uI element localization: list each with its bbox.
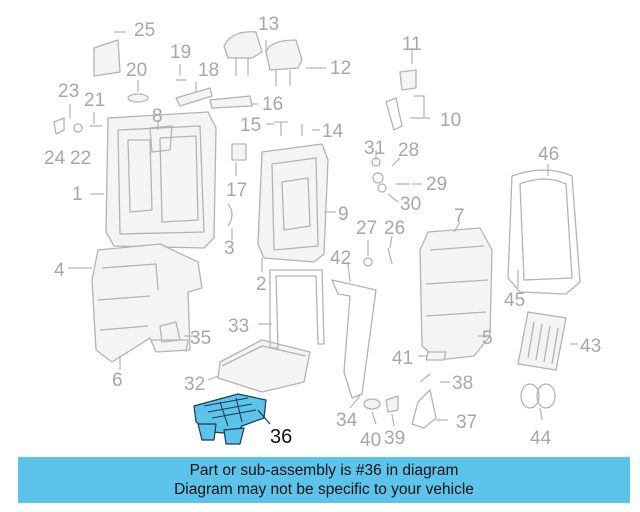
callout-26: 26 xyxy=(384,218,405,239)
callout-13: 13 xyxy=(258,14,279,35)
callout-25: 25 xyxy=(134,20,155,41)
callout-2: 2 xyxy=(256,274,267,295)
callout-42: 42 xyxy=(330,248,351,269)
seat-back-right xyxy=(419,227,493,361)
headrest-13 xyxy=(223,31,263,76)
callout-14: 14 xyxy=(322,121,344,142)
callout-5: 5 xyxy=(482,328,493,349)
callout-44: 44 xyxy=(530,428,552,449)
seat-frame-46 xyxy=(507,169,581,295)
callout-3: 3 xyxy=(224,238,235,259)
callout-16: 16 xyxy=(262,94,283,115)
callout-labels: 1 2 3 4 5 6 7 8 9 10 11 12 13 14 15 16 1… xyxy=(44,14,601,451)
seat-cushion-left xyxy=(91,243,203,363)
callout-9: 9 xyxy=(338,204,349,225)
callout-28: 28 xyxy=(398,140,419,161)
callout-8: 8 xyxy=(152,106,163,127)
notice-line-2: Diagram may not be specific to your vehi… xyxy=(174,481,474,498)
callout-46: 46 xyxy=(538,144,559,165)
callout-43: 43 xyxy=(580,336,601,357)
callout-27: 27 xyxy=(356,218,377,239)
callout-29: 29 xyxy=(426,174,447,195)
callout-15: 15 xyxy=(240,115,261,136)
callout-1: 1 xyxy=(72,184,83,205)
callout-40: 40 xyxy=(360,430,381,451)
seat-back-frame-center xyxy=(257,143,329,263)
callout-21: 21 xyxy=(84,90,105,111)
callout-11: 11 xyxy=(402,34,422,55)
callout-34: 34 xyxy=(336,410,358,431)
callout-20: 20 xyxy=(126,60,147,81)
callout-24: 24 xyxy=(44,148,66,169)
notice-line-1: Part or sub-assembly is #36 in diagram xyxy=(189,462,459,479)
callout-10: 10 xyxy=(440,110,461,131)
panel-43 xyxy=(517,311,567,371)
callout-30: 30 xyxy=(400,194,421,215)
frame-33 xyxy=(269,269,325,349)
callout-45: 45 xyxy=(504,290,525,311)
callout-39: 39 xyxy=(384,428,405,449)
callout-33: 33 xyxy=(228,316,249,337)
pad-32 xyxy=(217,339,311,393)
callout-23: 23 xyxy=(58,81,79,102)
small-parts xyxy=(53,39,556,429)
callout-35: 35 xyxy=(190,328,211,349)
callout-18: 18 xyxy=(198,60,219,81)
headrest-12 xyxy=(265,39,303,86)
callout-32: 32 xyxy=(184,374,205,395)
callout-7: 7 xyxy=(454,206,465,227)
callout-4: 4 xyxy=(54,260,65,281)
parts-diagram: 1 2 3 4 5 6 7 8 9 10 11 12 13 14 15 16 1… xyxy=(44,14,601,451)
callout-22: 22 xyxy=(70,148,91,169)
callout-31: 31 xyxy=(364,138,385,159)
callout-37: 37 xyxy=(456,412,477,433)
part-notice-banner: Part or sub-assembly is #36 in diagram D… xyxy=(18,457,630,503)
callout-12: 12 xyxy=(330,58,351,79)
callout-6: 6 xyxy=(112,370,123,391)
frame-42 xyxy=(331,279,377,399)
callout-41: 41 xyxy=(392,348,413,369)
callout-19: 19 xyxy=(170,42,191,63)
callout-38: 38 xyxy=(452,373,473,394)
callout-36: 36 xyxy=(270,426,292,448)
seat-back-frame-left xyxy=(105,111,217,249)
highlighted-part-36 xyxy=(193,393,271,445)
leader-lines xyxy=(68,31,578,427)
callout-17: 17 xyxy=(226,180,247,201)
